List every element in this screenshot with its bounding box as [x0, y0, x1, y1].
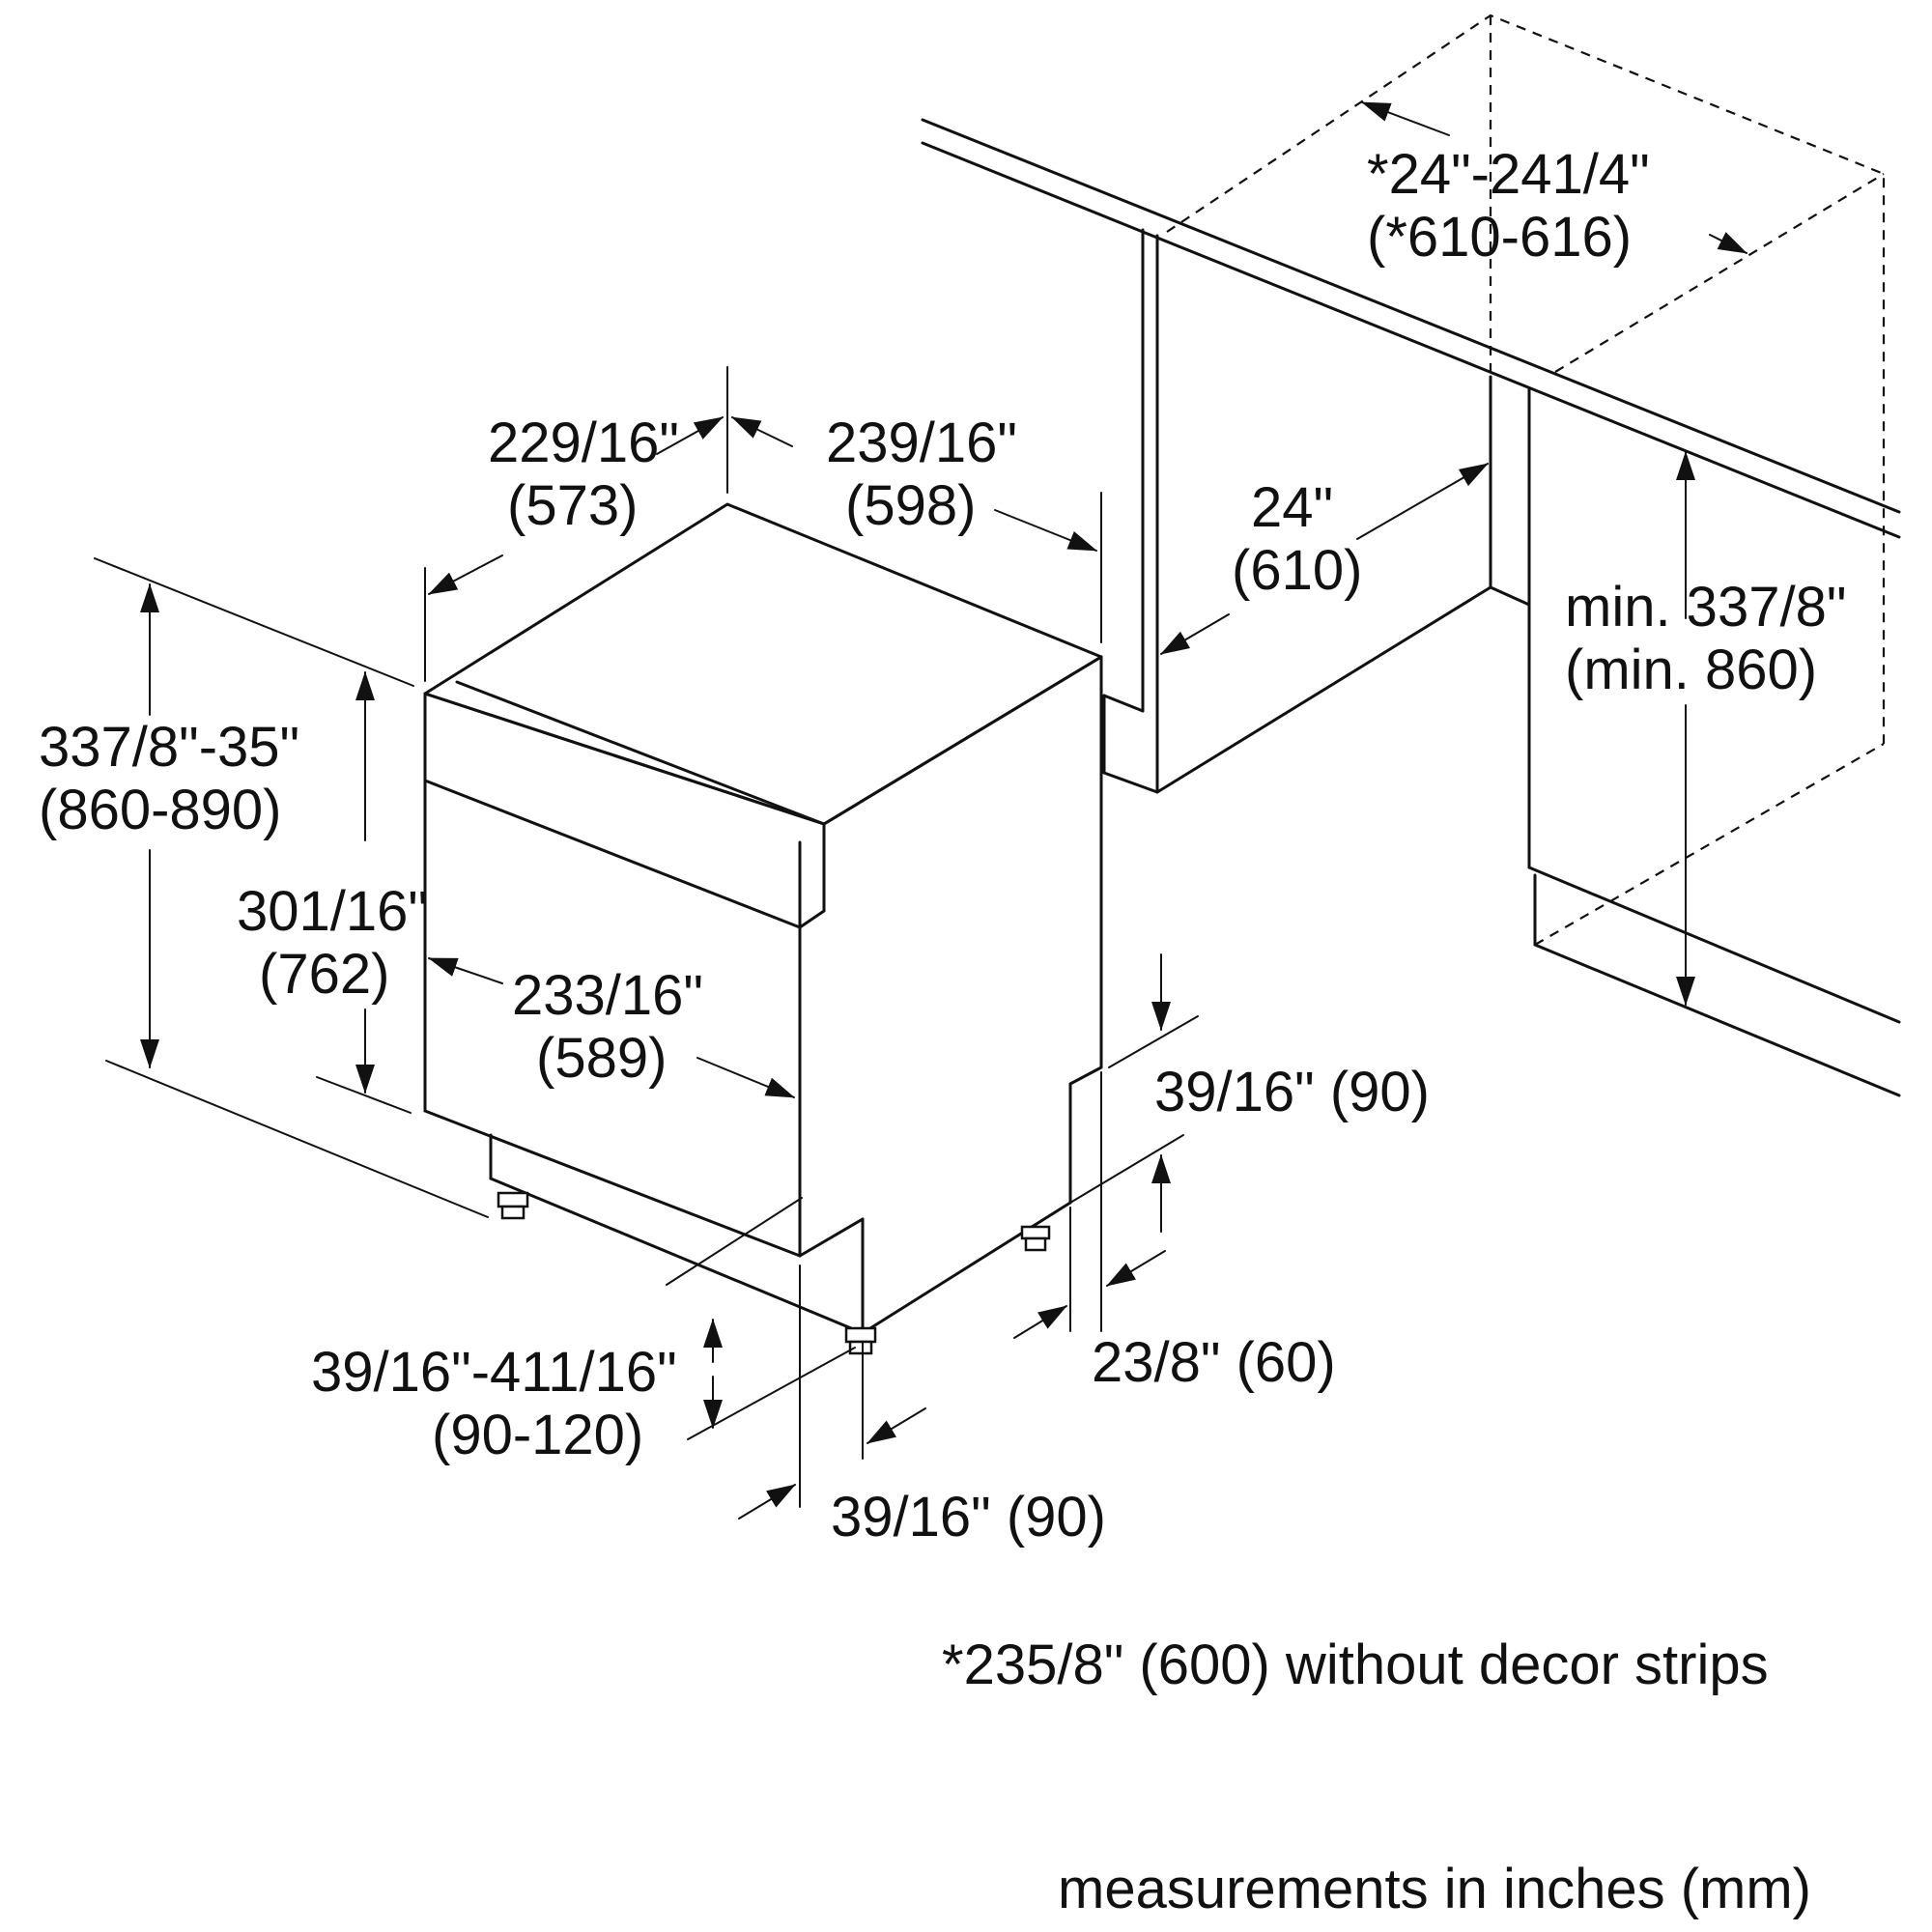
toe-kick-top — [1068, 1065, 1103, 1086]
door-width-arrow-right — [696, 1057, 795, 1098]
plinth-height-mm-label: (90-120) — [432, 1404, 643, 1466]
width-arrow-right — [994, 509, 1097, 552]
plinth-bottom — [489, 1177, 865, 1335]
niche-depth-mm-label: (610) — [1232, 539, 1362, 602]
plinth-depth-label: 39/16" (90) — [831, 1486, 1106, 1548]
front-top-edge — [423, 692, 826, 826]
left-cabinet-base — [1102, 694, 1145, 713]
width-top-in-label: 239/16" — [826, 412, 1017, 474]
cabinet-width-mm-label: (*610-616) — [1367, 206, 1632, 269]
cabinet-width-in-label: *24"-241/4" — [1367, 143, 1650, 206]
plinth-height-in-label: 39/16"-411/16" — [311, 1341, 677, 1404]
width-top-mm-label: (598) — [845, 474, 976, 537]
left-cabinet-plinth-base — [1102, 771, 1159, 794]
plinth-recess-top — [798, 1217, 865, 1258]
plinth-depth-arrow-right — [738, 1484, 796, 1520]
footnote: *235/8" (600) without decor strips — [942, 1634, 1769, 1696]
dimension-lines — [94, 101, 1747, 1520]
foot-right — [1020, 1225, 1051, 1252]
units-note: measurements in inches (mm) — [1058, 1858, 1811, 1920]
niche-height-in-label: min. 337/8" — [1565, 576, 1846, 639]
depth-side-mm-label: (573) — [507, 474, 638, 537]
door-bottom-edge — [423, 1109, 802, 1258]
foot-front — [844, 1326, 877, 1355]
hidden-outline-diagonal — [1554, 173, 1885, 373]
dimension-labels: *24"-241/4" (*610-616) 229/16" (573) 239… — [39, 143, 1846, 1548]
depth-arrow-left — [428, 554, 503, 595]
right-cabinet-base-line — [1527, 866, 1901, 1024]
countertop-top-edge — [921, 118, 1901, 514]
hidden-outline-top — [1166, 14, 1886, 744]
door-width-mm-label: (589) — [536, 1027, 667, 1090]
back-wall-base — [1489, 585, 1531, 607]
side-bottom-edge — [861, 1201, 1072, 1335]
depth-side-in-label: 229/16" — [488, 412, 679, 474]
panel-corner — [798, 909, 826, 929]
plinth-depth-arrow-left — [867, 1407, 926, 1444]
countertop-bottom-edge — [921, 141, 1901, 539]
width-arrow-left — [731, 416, 793, 447]
top-face — [423, 502, 1103, 826]
foot-left — [497, 1191, 529, 1220]
door-width-arrow-left — [428, 957, 503, 984]
toe-kick-depth-arrow-left — [1106, 1250, 1166, 1287]
front-decor-strip — [455, 680, 826, 826]
overall-height-mm-label: (860-890) — [39, 779, 281, 841]
cabinet-niche — [921, 14, 1901, 1097]
niche-depth-arrow-back — [1356, 463, 1489, 540]
cabinet-width-arrow-right — [1709, 232, 1747, 254]
depth-arrow-right — [656, 416, 724, 455]
hidden-outline-floor — [1534, 743, 1885, 946]
niche-floor-back-line — [1155, 585, 1492, 794]
overall-height-in-label: 337/8"-35" — [39, 716, 299, 779]
cabinet-width-arrow-left — [1361, 101, 1450, 136]
toe-kick-depth-arrow-right — [1013, 1305, 1067, 1339]
side-top-edge — [822, 655, 1103, 826]
toe-kick-height-label: 39/16" (90) — [1154, 1061, 1430, 1123]
body-height-mm-label: (762) — [259, 943, 389, 1006]
dishwasher-body — [423, 502, 1103, 1355]
floor-line-right — [1533, 943, 1901, 1097]
toe-kick-depth-label: 23/8" (60) — [1092, 1331, 1336, 1394]
niche-depth-in-label: 24" — [1251, 476, 1333, 539]
control-panel-bottom — [423, 779, 802, 929]
door-width-in-label: 233/16" — [512, 964, 703, 1027]
body-height-in-label: 301/16" — [237, 880, 428, 943]
niche-depth-arrow-front — [1160, 613, 1230, 655]
niche-height-mm-label: (min. 860) — [1565, 639, 1817, 701]
